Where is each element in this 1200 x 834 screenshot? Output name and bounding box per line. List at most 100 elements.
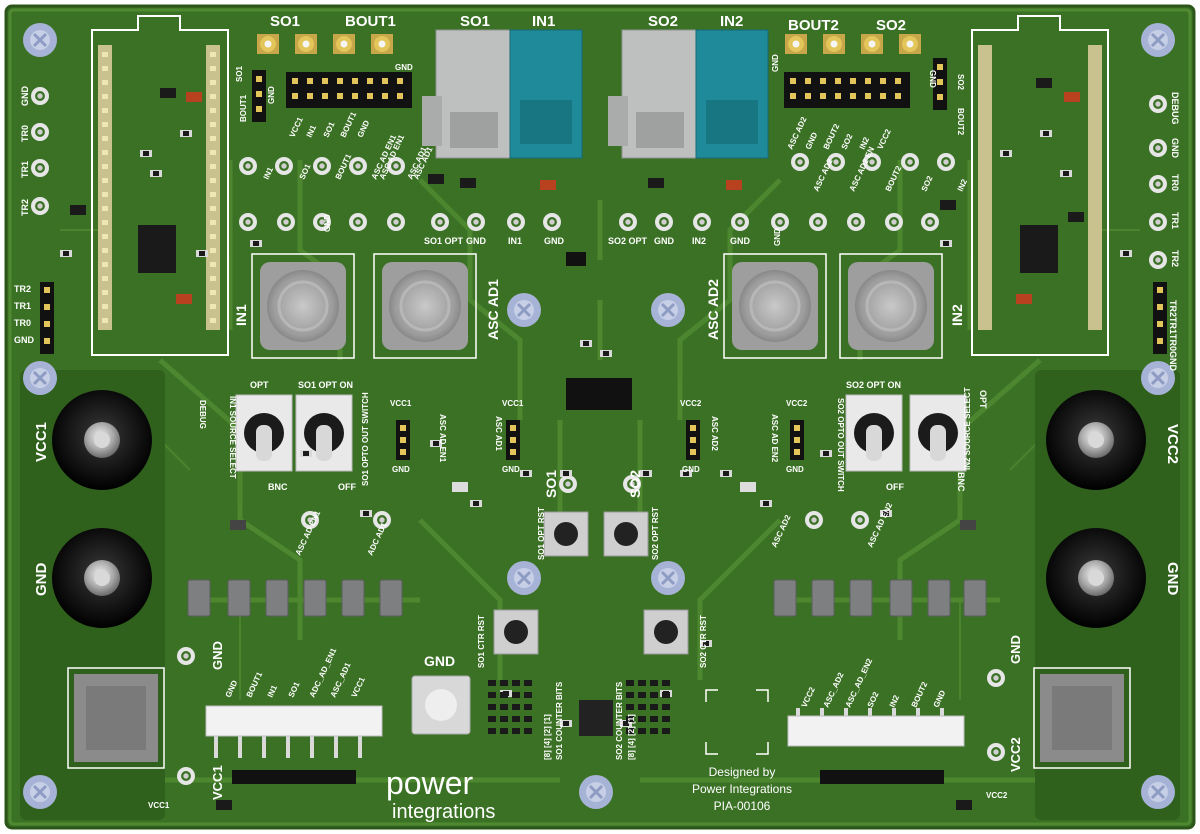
smd-part	[230, 520, 246, 530]
label-so1-center: SO1	[543, 470, 559, 498]
label-so2-center: SO2	[627, 470, 643, 498]
right-tp-label: TR0	[1170, 174, 1180, 191]
label-so2-opt-rst: SO2 OPT RST	[651, 507, 660, 560]
power-resistor	[811, 579, 835, 617]
smd-part	[186, 92, 202, 102]
right-ic	[1020, 225, 1058, 273]
smd-part	[160, 88, 176, 98]
power-resistor	[341, 579, 365, 617]
logo-integrations: integrations	[392, 801, 495, 823]
power-resistor	[889, 579, 913, 617]
smd-part	[956, 800, 972, 810]
left-jumper-gnd: GND	[267, 86, 276, 104]
label-in2: IN2	[720, 13, 743, 30]
right-bottom-connector	[787, 715, 965, 747]
credit-line1: Designed by	[709, 765, 776, 779]
push-buttons	[493, 511, 689, 655]
label-so1-ctr-rst: SO1 CTR RST	[477, 615, 486, 668]
center-tp-label: GND	[544, 236, 565, 246]
inductors	[251, 253, 943, 359]
label-so1-counter: SO1 COUNTER BITS	[555, 681, 564, 760]
corner-vcc2-right: VCC2	[1008, 737, 1023, 772]
left-header-gnd: GND	[395, 63, 413, 72]
sw-left-off: OFF	[338, 482, 356, 492]
jp-right-vcc2a: VCC2	[680, 399, 702, 408]
left-tr-label: GND	[14, 335, 35, 345]
board-substrate	[4, 4, 1196, 830]
left-bottom-connector	[205, 705, 383, 737]
power-resistor	[187, 579, 211, 617]
sw-right-off: OFF	[886, 482, 904, 492]
left-tr-label: TR2	[14, 284, 31, 294]
jp-right-gndb: GND	[786, 465, 804, 474]
right-tp-label: TR1	[1170, 212, 1180, 229]
label-bout2: BOUT2	[788, 17, 839, 34]
left-tp-label: TR0	[20, 125, 30, 142]
left-jumper-bout1: BOUT1	[239, 94, 248, 122]
corner-vcc1-small: VCC1	[148, 801, 170, 810]
counter-ic	[579, 700, 613, 736]
power-resistor	[927, 579, 951, 617]
smd-part	[452, 482, 468, 492]
jp-right-ad2: ASC AD2	[710, 416, 719, 451]
smd-part	[726, 180, 742, 190]
inductor-label-in1: IN1	[233, 304, 249, 326]
smd-part	[460, 178, 476, 188]
right-header-gnd: GND	[771, 54, 780, 72]
jp-left-vcc1a: VCC1	[390, 399, 412, 408]
right-tr-label: GND	[1168, 351, 1178, 372]
power-blocks	[67, 667, 1131, 769]
sw-right-source: IN2 SOURCE SELECT	[963, 387, 972, 470]
power-resistor	[265, 579, 289, 617]
center-tp-label: SO1 OPT	[424, 236, 464, 246]
sw-left-source: IN1 SOURCE SELECT	[228, 396, 237, 479]
left-tr-label: TR0	[14, 318, 31, 328]
label-gnd-left: GND	[33, 563, 50, 597]
smd-part	[940, 200, 956, 210]
left-tp-label: TR1	[20, 161, 30, 178]
jp-left-gndb: GND	[502, 465, 520, 474]
center-tp-label: GND	[466, 236, 487, 246]
label-vcc1: VCC1	[33, 422, 50, 462]
corner-vcc2-small: VCC2	[986, 791, 1008, 800]
sw-left-opt: OPT	[250, 380, 269, 390]
smd-part	[1016, 294, 1032, 304]
jp-left-en1: ASC AD EN1	[438, 414, 447, 463]
bnc-knobs	[52, 390, 1146, 628]
left-ic	[138, 225, 176, 273]
smd-part	[216, 800, 232, 810]
sw-right-opt-on: SO2 OPT ON	[846, 380, 901, 390]
sw-right-opto-switch: SO2 OPTO OUT SWITCH	[836, 398, 845, 492]
right-jumper-bout2: BOUT2	[956, 108, 965, 136]
sw-left-debug: DEBUG	[198, 400, 207, 429]
right-module	[971, 15, 1109, 356]
smd-part	[740, 482, 756, 492]
label-so2-a: SO2	[648, 13, 678, 30]
right-tp-label: TR2	[1170, 250, 1180, 267]
smd-part	[1068, 212, 1084, 222]
left-top-header	[286, 72, 412, 108]
center-tp-label: IN2	[692, 236, 706, 246]
sw-right-opt: OPT	[978, 390, 988, 409]
label-bits-left: [8] [4] [2] [1]	[543, 714, 552, 760]
credit-line3: PIA-00106	[714, 799, 771, 813]
power-resistor	[963, 579, 987, 617]
credit-line2: Power Integrations	[692, 782, 792, 796]
label-gnd-right: GND	[1164, 562, 1181, 596]
power-resistor	[849, 579, 873, 617]
smd-part	[540, 180, 556, 190]
center-tp-label: GND	[654, 236, 675, 246]
left-jumper-so1: SO1	[235, 65, 244, 82]
smd-part	[960, 520, 976, 530]
sw-left-opto-switch: SO1 OPTO OUT SWITCH	[361, 392, 370, 486]
label-so1-a: SO1	[270, 13, 300, 30]
label-so2-counter: SO2 COUNTER BITS	[615, 681, 624, 760]
left-mid-gnd: GND	[323, 214, 332, 232]
sw-right-bnc: BNC	[956, 472, 966, 492]
smd-part	[648, 178, 664, 188]
smd-part	[1036, 78, 1052, 88]
right-mid-gnd: GND	[773, 228, 782, 246]
left-tr-label: TR1	[14, 301, 31, 311]
